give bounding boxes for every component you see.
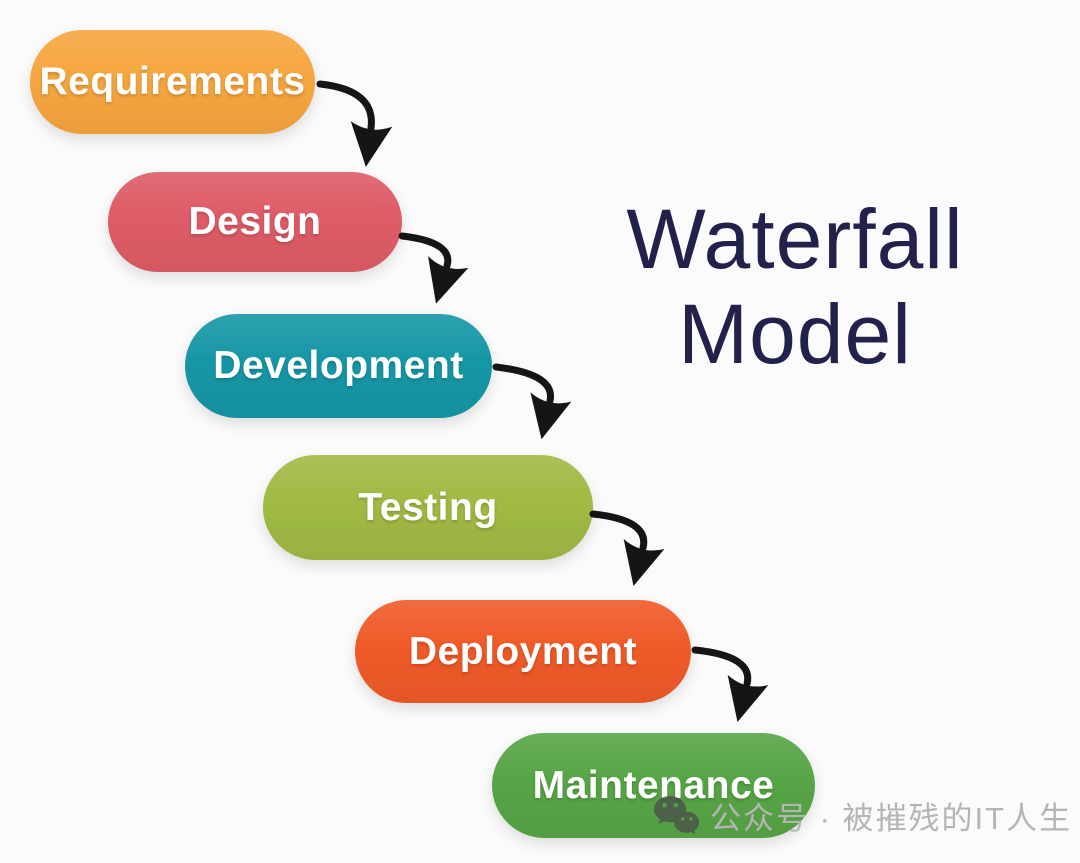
stage-pill-design: Design: [108, 172, 402, 272]
watermark: 公众号 · 被摧残的IT人生: [652, 793, 1072, 838]
diagram-title-line1: Waterfall: [626, 192, 964, 286]
flow-arrow-deployment-to-maintenance: [691, 646, 769, 723]
stage-label-maintenance: Maintenance: [532, 763, 775, 807]
stage-label-deployment: Deployment: [408, 629, 638, 673]
stage-pill-development: Development: [185, 314, 492, 418]
stage-pill-requirements: Requirements: [30, 30, 315, 134]
stage-pill-deployment: Deployment: [355, 600, 691, 703]
flow-arrow-development-to-testing: [492, 363, 572, 440]
diagram-title: Waterfall Model: [570, 192, 1020, 382]
stage-label-design: Design: [188, 200, 322, 243]
stage-pill-testing: Testing: [263, 455, 593, 560]
watermark-text: 公众号 · 被摧残的IT人生: [710, 801, 1073, 836]
flow-arrow-design-to-development: [398, 232, 469, 304]
flow-arrow-requirements-to-design: [316, 80, 393, 167]
wechat-icon: [652, 794, 700, 838]
stage-label-requirements: Requirements: [39, 60, 306, 103]
stage-label-testing: Testing: [358, 485, 498, 529]
stage-label-development: Development: [213, 344, 464, 387]
stage-pill-maintenance: Maintenance: [492, 733, 815, 838]
flow-arrow-testing-to-deployment: [589, 510, 665, 587]
diagram-title-line2: Model: [678, 286, 912, 381]
